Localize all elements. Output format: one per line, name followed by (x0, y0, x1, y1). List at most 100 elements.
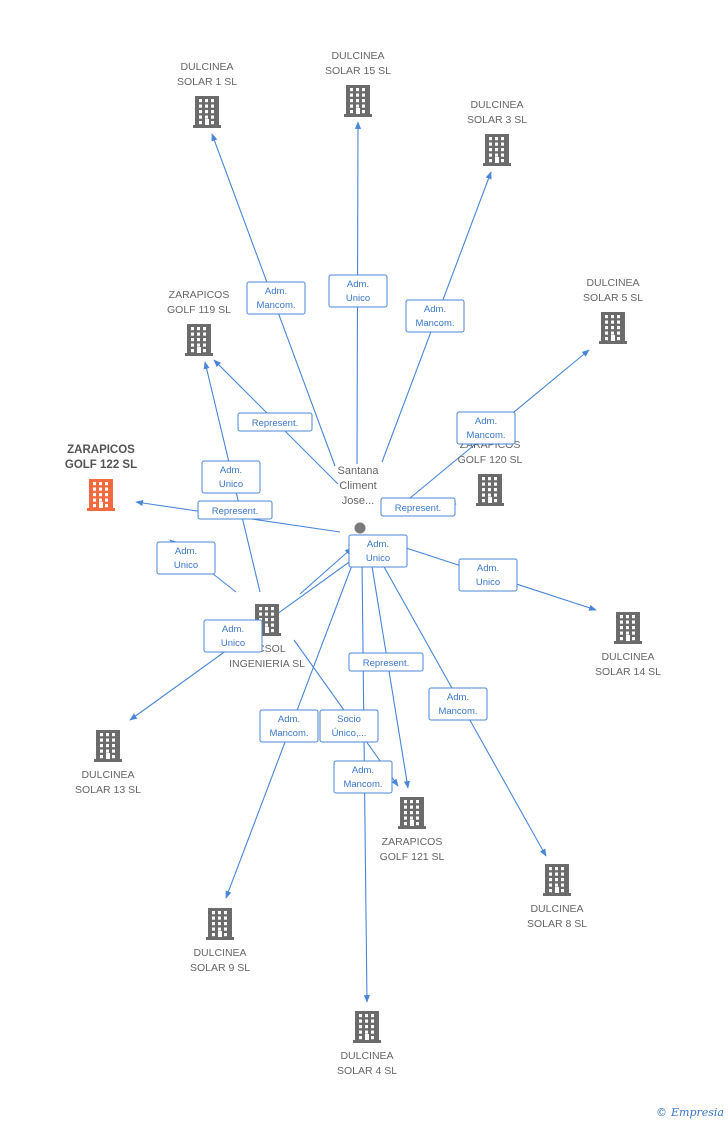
company-node-ds4[interactable]: DULCINEA SOLAR 4 SL (337, 1011, 397, 1077)
company-name: SOLAR 4 SL (337, 1065, 397, 1077)
relation-label-text: Unico (221, 638, 245, 649)
relation-label[interactable]: Adm.Unico (201, 460, 261, 494)
company-node-zg121[interactable]: ZARAPICOS GOLF 121 SL (380, 797, 445, 863)
relation-label-box (237, 412, 313, 432)
company-name: DULCINEA (331, 50, 384, 62)
relation-label[interactable]: Adm.Unico (328, 274, 388, 308)
relation-label-text: Adm. (175, 546, 197, 557)
footer-brand[interactable]: © Empresia (656, 1106, 724, 1119)
relation-label[interactable]: Adm. Unico (156, 541, 216, 575)
relation-label-box (156, 541, 216, 575)
relation-label[interactable]: Adm.Unico (458, 558, 518, 592)
person-name: Santana (338, 465, 380, 477)
relation-label-text: Represent. (395, 503, 441, 514)
relation-label-box (380, 497, 456, 517)
relation-label[interactable]: Adm. Unico (348, 534, 408, 568)
edge-arrow (370, 559, 410, 789)
relation-label-box (458, 558, 518, 592)
building-icon (206, 908, 234, 940)
building-icon (87, 479, 115, 511)
company-name: SOLAR 14 SL (595, 666, 661, 678)
copyright-icon: © (656, 1106, 667, 1119)
company-name: DULCINEA (193, 947, 246, 959)
company-name: DULCINEA (470, 99, 523, 111)
relation-label-text: Mancom. (438, 706, 477, 717)
building-icon (483, 134, 511, 166)
relation-label[interactable]: Adm.Mancom. (405, 299, 465, 333)
relation-label[interactable]: Adm. Mancom. (456, 411, 516, 445)
relation-label-box (246, 281, 306, 315)
edge-labels-layer: Adm.Mancom.Adm.UnicoAdm.Mancom.Adm.Manco… (156, 274, 518, 794)
building-icon (344, 85, 372, 117)
relation-label[interactable]: SocioÚnico,... (319, 709, 379, 743)
relation-label-text: Adm. (278, 714, 300, 725)
relation-label-text: Mancom. (269, 728, 308, 739)
relation-label-text: Adm. (222, 624, 244, 635)
building-icon (253, 604, 281, 636)
relation-label[interactable]: Represent. (237, 412, 313, 432)
relation-label[interactable]: Adm. Mancom. (333, 760, 393, 794)
relation-label[interactable]: Adm.Mancom. (428, 687, 488, 721)
relation-label[interactable]: Adm. Unico (203, 619, 263, 653)
relation-label-box (348, 652, 424, 672)
company-name: DULCINEA (586, 277, 639, 289)
company-node-ds9[interactable]: DULCINEA SOLAR 9 SL (190, 908, 250, 974)
relation-label[interactable]: Represent. (197, 500, 273, 520)
company-name: SOLAR 3 SL (467, 114, 527, 126)
company-name: SOLAR 15 SL (325, 65, 391, 77)
relation-label[interactable]: Adm. Mancom. (246, 281, 306, 315)
company-node-ds14[interactable]: DULCINEA SOLAR 14 SL (595, 612, 661, 678)
relation-label-box (348, 534, 408, 568)
building-icon (94, 730, 122, 762)
company-name: SOLAR 1 SL (177, 76, 237, 88)
relation-label-text: Único,... (332, 728, 367, 739)
relation-label[interactable]: Represent. (348, 652, 424, 672)
relation-label-box (197, 500, 273, 520)
relation-label-text: Adm. (475, 416, 497, 427)
relation-label-text: Unico (366, 553, 390, 564)
company-name: ZARAPICOS (382, 836, 443, 848)
company-name: DULCINEA (340, 1050, 393, 1062)
relation-label-text: Represent. (212, 506, 258, 517)
company-name: SOLAR 9 SL (190, 962, 250, 974)
company-node-ds15[interactable]: DULCINEA SOLAR 15 SL (325, 50, 391, 117)
building-icon (353, 1011, 381, 1043)
relation-label-text: Adm. (220, 465, 242, 476)
relation-label-text: Adm. (352, 765, 374, 776)
relation-label[interactable]: Adm. Mancom. (259, 709, 319, 743)
relation-label-text: Adm. (367, 539, 389, 550)
relation-label-text: Socio (337, 714, 361, 725)
person-name: Climent (339, 480, 376, 492)
building-icon (543, 864, 571, 896)
relation-label-text: Unico (174, 560, 198, 571)
relation-label-text: Represent. (252, 418, 298, 429)
relation-label[interactable]: Represent. (380, 497, 456, 517)
relation-label-box (201, 460, 261, 494)
relation-label-box (259, 709, 319, 743)
company-name: GOLF 121 SL (380, 851, 445, 863)
relation-label-text: Unico (346, 293, 370, 304)
relation-label-box (333, 760, 393, 794)
relation-label-text: Mancom. (256, 300, 295, 311)
relation-label-text: Mancom. (466, 430, 505, 441)
relation-label-box (319, 709, 379, 743)
company-name: DULCINEA (601, 651, 654, 663)
building-icon (193, 96, 221, 128)
relation-label-text: Adm. (265, 286, 287, 297)
brand-name: Empresia (671, 1106, 724, 1119)
building-icon (476, 474, 504, 506)
company-name: GOLF 122 SL (65, 459, 137, 471)
company-node-ds3[interactable]: DULCINEA SOLAR 3 SL (467, 99, 527, 166)
building-icon (599, 312, 627, 344)
relation-label-text: Mancom. (343, 779, 382, 790)
building-icon (398, 797, 426, 829)
building-icon (185, 324, 213, 356)
